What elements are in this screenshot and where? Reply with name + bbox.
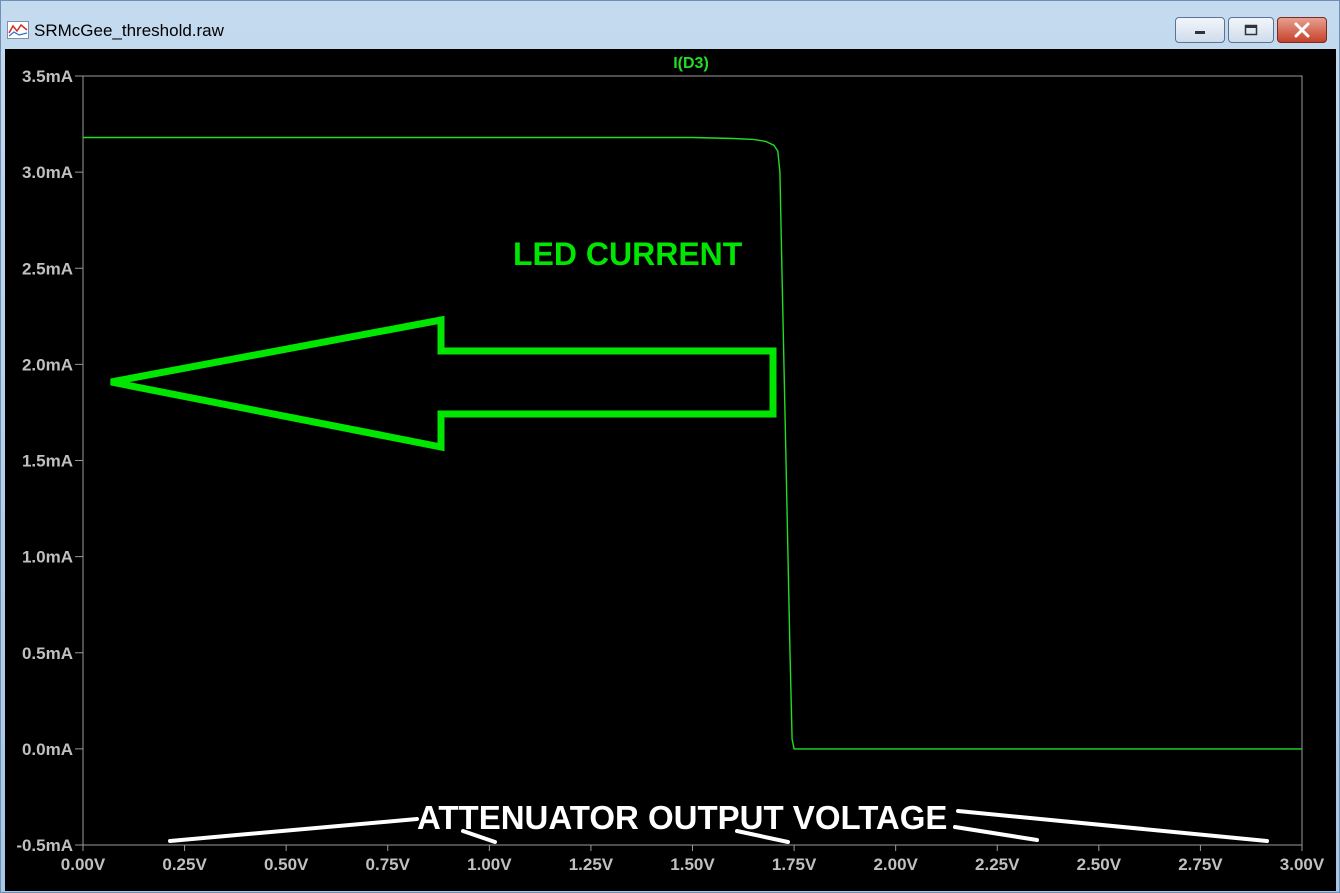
y-tick-label: 3.0mA [22, 163, 73, 182]
y-tick-label: 3.5mA [22, 67, 73, 86]
x-tick-label: 2.00V [873, 855, 918, 874]
x-tick-label: 2.75V [1178, 855, 1223, 874]
minimize-icon [1195, 31, 1205, 34]
maximize-icon [1244, 24, 1258, 36]
minimize-button[interactable] [1175, 17, 1225, 43]
y-tick-label: 1.5mA [22, 452, 73, 471]
series-line-i-d3 [83, 136, 1302, 750]
x-tick-label: 3.00V [1280, 855, 1325, 874]
plot-frame [82, 75, 1303, 846]
x-tick-label: 1.25V [569, 855, 614, 874]
x-tick-label: 0.00V [61, 855, 106, 874]
arrow-annotation-icon [110, 315, 777, 452]
x-tick-label: 2.50V [1077, 855, 1122, 874]
y-axis: 3.5mA 3.0mA 2.5mA 2.0mA 1.5mA 1.0mA 0.5mA 0.0mA… [16, 67, 83, 855]
x-tick-label: 0.75V [366, 855, 411, 874]
x-tick-label: 2.25V [975, 855, 1020, 874]
traces [83, 136, 1302, 750]
x-tick-label: 1.50V [670, 855, 715, 874]
y-tick-label: -0.5mA [16, 836, 73, 855]
y-tick-label: 2.5mA [22, 259, 73, 278]
led-current-label: LED CURRENT [513, 236, 743, 272]
y-tick-label: 1.0mA [22, 548, 73, 567]
x-tick-label: 0.25V [162, 855, 207, 874]
x-tick-label: 1.75V [772, 855, 817, 874]
x-tick-label: 0.50V [264, 855, 309, 874]
waveform-app-icon [7, 21, 29, 39]
x-tick-label: 1.00V [467, 855, 512, 874]
title-bar[interactable]: SRMcGee_threshold.raw [1, 1, 1339, 49]
voltage-annotation-strokes [168, 809, 1269, 844]
y-tick-label: 0.5mA [22, 644, 73, 663]
x-axis: 0.00V 0.25V 0.50V 0.75V 1.00V 1.25V 1.50V 1.75V… [61, 845, 1325, 874]
attenuator-voltage-label: ATTENUATOR OUTPUT VOLTAGE [417, 799, 947, 836]
maximize-button[interactable] [1228, 17, 1274, 43]
close-icon [1294, 22, 1310, 38]
y-tick-label: 2.0mA [22, 355, 73, 374]
y-tick-label: 0.0mA [22, 740, 73, 759]
chart-title[interactable]: I(D3) [673, 55, 709, 72]
plot-area[interactable]: I(D3) 3.5mA 3.0mA 2.5mA 2.0mA 1.5mA 1.0mA 0.5m… [5, 49, 1336, 891]
chart[interactable]: I(D3) 3.5mA 3.0mA 2.5mA 2.0mA 1.5mA 1.0mA 0.5m… [5, 49, 1336, 891]
window-title: SRMcGee_threshold.raw [34, 21, 224, 40]
close-button[interactable] [1277, 17, 1327, 43]
